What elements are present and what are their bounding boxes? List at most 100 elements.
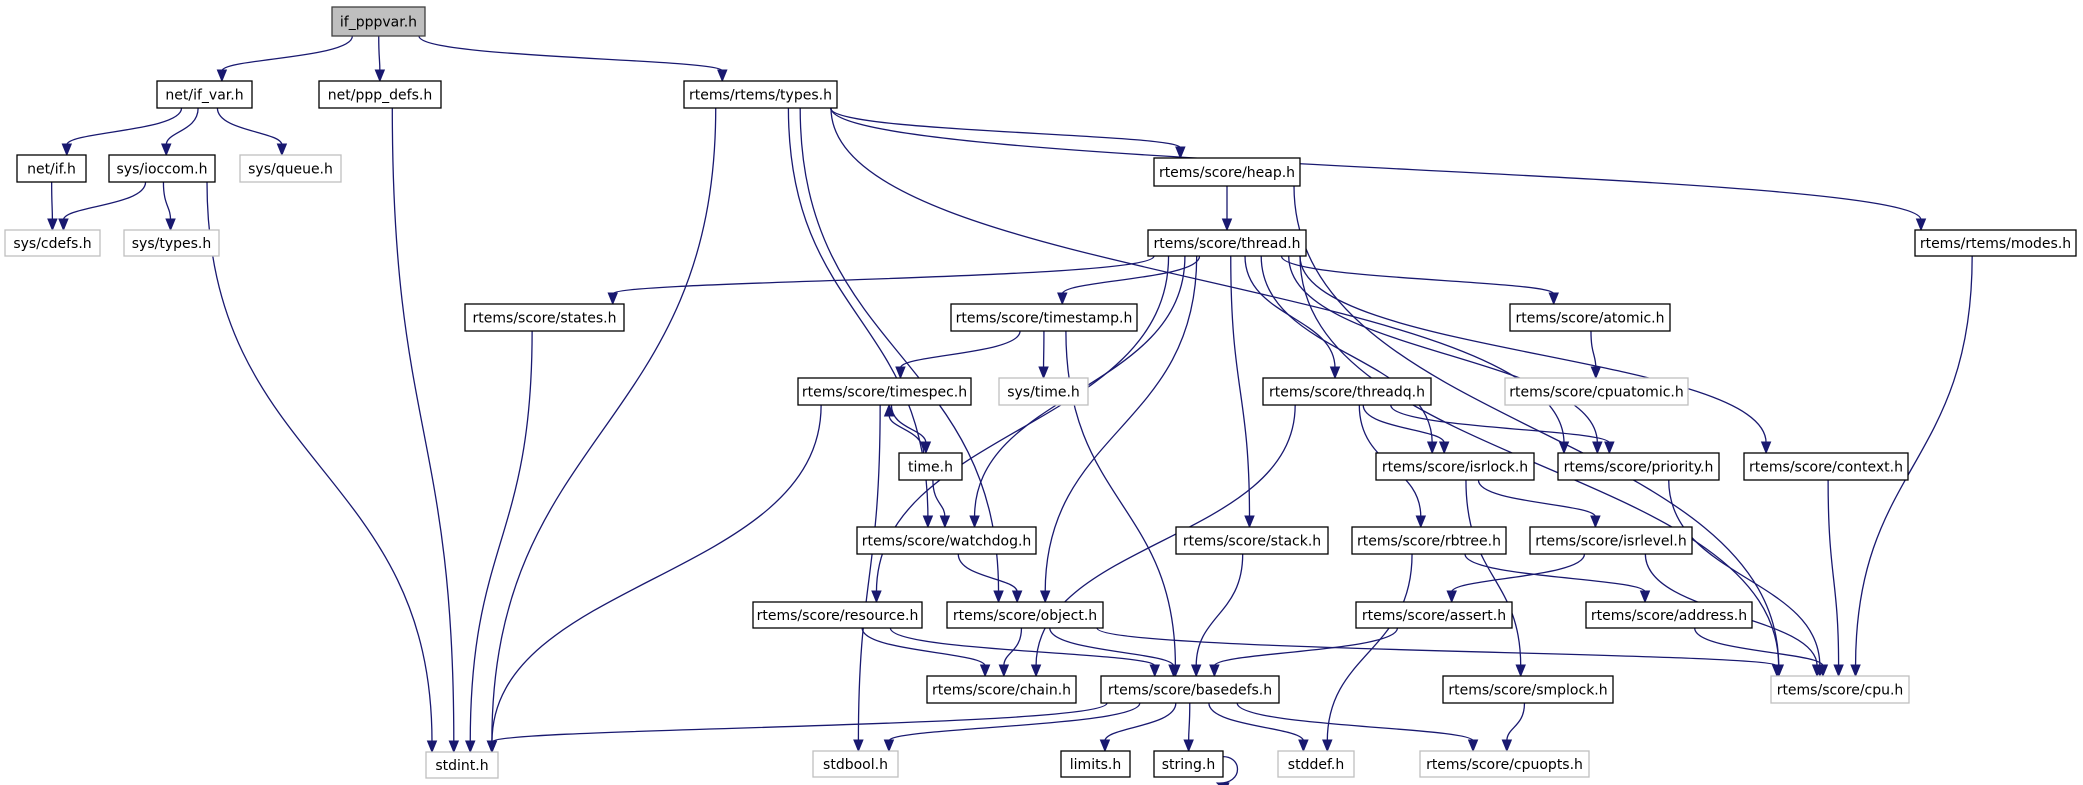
node-smplock[interactable]: rtems/score/smplock.h	[1442, 675, 1614, 704]
node-context[interactable]: rtems/score/context.h	[1743, 452, 1909, 481]
edge-resource-to-chain	[861, 627, 991, 678]
arrowhead-icon	[1183, 739, 1194, 753]
node-if[interactable]: net/if.h	[16, 154, 87, 183]
edge-line	[889, 627, 1156, 667]
node-limits[interactable]: limits.h	[1060, 750, 1131, 778]
node-assert[interactable]: rtems/score/assert.h	[1355, 601, 1513, 629]
edge-isrlock-to-isrlevel	[1477, 479, 1601, 529]
node-watchdog[interactable]: rtems/score/watchdog.h	[856, 526, 1037, 555]
node-cpu: rtems/score/cpu.h	[1770, 675, 1910, 704]
node-cdefs: sys/cdefs.h	[4, 229, 101, 257]
node-label: rtems/score/atomic.h	[1515, 311, 1664, 327]
node-types[interactable]: rtems/rtems/types.h	[683, 80, 838, 109]
node-stack[interactable]: rtems/score/stack.h	[1175, 526, 1329, 555]
edge-line	[491, 702, 1108, 743]
node-timestamp[interactable]: rtems/score/timestamp.h	[950, 303, 1138, 332]
node-box	[1442, 675, 1614, 704]
edge-line	[1044, 255, 1198, 593]
edge-line	[1260, 255, 1433, 444]
edge-line	[162, 181, 172, 221]
node-box	[1100, 675, 1280, 704]
edge-rbtree-to-stddef	[1322, 553, 1413, 753]
node-isrlock[interactable]: rtems/score/isrlock.h	[1375, 452, 1535, 481]
node-ioccom[interactable]: sys/ioccom.h	[108, 154, 216, 183]
arrowhead-icon	[1190, 664, 1202, 678]
node-label: string.h	[1162, 757, 1216, 773]
arrowhead-icon	[1760, 441, 1772, 455]
node-resource[interactable]: rtems/score/resource.h	[752, 601, 923, 629]
node-timespec[interactable]: rtems/score/timespec.h	[797, 377, 972, 406]
node-atomic[interactable]: rtems/score/atomic.h	[1509, 303, 1671, 332]
node-rbtree[interactable]: rtems/score/rbtree.h	[1351, 526, 1507, 555]
node-box	[1147, 229, 1307, 257]
edge-watchdog-to-object	[957, 553, 1023, 604]
node-box	[1153, 750, 1224, 778]
edge-object-to-basedefs	[1049, 627, 1179, 678]
node-thread[interactable]: rtems/score/thread.h	[1147, 229, 1307, 257]
node-basedefs[interactable]: rtems/score/basedefs.h	[1100, 675, 1280, 704]
edge-line	[1827, 479, 1840, 667]
node-label: sys/queue.h	[248, 162, 333, 178]
node-label: rtems/score/basedefs.h	[1108, 683, 1272, 699]
edge-line	[857, 404, 881, 742]
edge-line	[1477, 479, 1597, 518]
arrowhead-icon	[895, 366, 906, 380]
edge-object-to-cpu	[1096, 627, 1783, 678]
node-string[interactable]: string.h	[1153, 750, 1224, 778]
edge-line	[861, 627, 986, 667]
node-label: stdbool.h	[823, 757, 888, 773]
node-systypes: sys/types.h	[123, 229, 220, 257]
edge-basedefs-to-stddef	[1208, 702, 1309, 753]
node-object[interactable]: rtems/score/object.h	[946, 601, 1104, 629]
edge-if-to-cdefs	[47, 181, 58, 232]
node-threadq[interactable]: rtems/score/threadq.h	[1262, 377, 1432, 406]
node-systime: sys/time.h	[998, 377, 1089, 406]
node-box	[156, 80, 253, 109]
edge-line	[1465, 479, 1522, 667]
edge-thread-to-states	[607, 255, 1155, 306]
edge-line	[378, 35, 381, 72]
edge-line	[1694, 627, 1824, 667]
arrowhead-icon	[1850, 664, 1861, 678]
edge-address-to-cpu	[1694, 627, 1829, 678]
arrowhead-icon	[1329, 366, 1341, 380]
node-heap[interactable]: rtems/score/heap.h	[1153, 157, 1301, 187]
arrowhead-icon	[1415, 515, 1427, 529]
node-label: net/if.h	[27, 162, 76, 178]
arrowhead-icon	[486, 740, 498, 754]
node-stddef: stddef.h	[1277, 750, 1355, 778]
node-box	[1557, 452, 1720, 481]
node-time[interactable]: time.h	[898, 452, 963, 481]
edge-line	[1288, 255, 1598, 444]
node-modes[interactable]: rtems/rtems/modes.h	[1914, 229, 2077, 257]
edge-basedefs-to-string	[1183, 702, 1194, 753]
node-chain[interactable]: rtems/score/chain.h	[926, 675, 1077, 704]
node-box	[998, 377, 1089, 406]
node-box	[1175, 526, 1329, 555]
node-label: rtems/score/states.h	[473, 311, 617, 327]
node-states[interactable]: rtems/score/states.h	[464, 303, 625, 332]
node-label: sys/ioccom.h	[117, 162, 208, 178]
node-label: stdint.h	[435, 758, 488, 774]
edge-stack-to-basedefs	[1190, 553, 1244, 678]
edge-types-to-heap	[829, 107, 1186, 160]
edge-line	[787, 107, 929, 518]
edge-line	[830, 107, 1922, 221]
edge-thread-to-stack	[1230, 255, 1255, 529]
node-ppp-defs[interactable]: net/ppp_defs.h	[318, 80, 442, 109]
node-label: rtems/score/thread.h	[1153, 236, 1300, 252]
edge-rbtree-to-address	[1464, 553, 1651, 604]
node-isrlevel[interactable]: rtems/score/isrlevel.h	[1529, 526, 1693, 555]
node-address[interactable]: rtems/score/address.h	[1585, 601, 1753, 629]
arrowhead-icon	[58, 218, 69, 232]
edge-line	[899, 330, 1021, 369]
edge-line	[1003, 627, 1023, 667]
node-priority[interactable]: rtems/score/priority.h	[1557, 452, 1720, 481]
node-if-pppvar[interactable]: if_pppvar.h	[331, 6, 426, 37]
edge-line	[1244, 255, 1336, 369]
arrowhead-icon	[993, 590, 1004, 604]
node-box	[1770, 675, 1910, 704]
node-if-var[interactable]: net/if_var.h	[156, 80, 253, 109]
node-box	[1355, 601, 1513, 629]
